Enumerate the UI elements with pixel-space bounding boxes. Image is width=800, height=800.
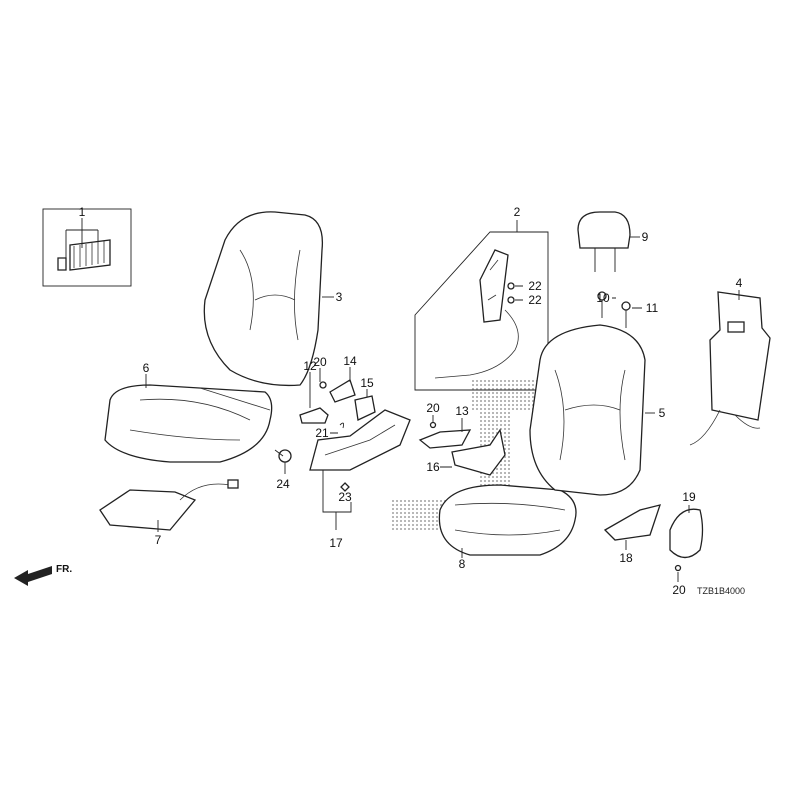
callout-17: 17 — [329, 536, 343, 550]
callout-20b: 20 — [426, 401, 440, 415]
callout-11: 11 — [646, 301, 659, 315]
callout-9: 9 — [642, 230, 649, 244]
callout-14: 14 — [343, 354, 357, 368]
callout-6: 6 — [143, 361, 150, 375]
callout-22b: 22 — [528, 293, 542, 307]
callout-7: 7 — [155, 533, 162, 547]
callout-24: 24 — [276, 477, 290, 491]
diagram-code: TZB1B4000 — [697, 586, 745, 596]
part-8-cushion — [438, 484, 577, 558]
callout-5: 5 — [659, 406, 666, 420]
callout-10: 10 — [596, 291, 610, 305]
part-9-headrest — [577, 211, 640, 272]
part-5-seatback — [529, 324, 655, 496]
part-1-clips — [42, 208, 132, 287]
part-3-seatback-cover — [203, 211, 334, 387]
parts-18-19-side-pieces — [603, 504, 704, 582]
part-24-clip — [274, 449, 292, 474]
callout-12: 12 — [303, 359, 317, 373]
callout-19: 19 — [682, 490, 696, 504]
parts-13-16-brackets — [418, 415, 506, 476]
part-4-back-pad — [689, 290, 771, 446]
callout-23: 23 — [338, 490, 352, 504]
part-17-side-cover — [309, 409, 411, 530]
callout-labels: 1 2 3 4 5 6 7 8 9 10 11 12 13 14 15 16 1… — [79, 205, 743, 597]
callout-8: 8 — [459, 557, 466, 571]
callout-1: 1 — [79, 205, 86, 219]
callout-13: 13 — [455, 404, 469, 418]
callout-16: 16 — [426, 460, 440, 474]
front-direction-label: FR. — [56, 564, 72, 575]
callout-20a: 20 — [313, 355, 327, 369]
callout-3: 3 — [336, 290, 343, 304]
front-direction-arrow: FR. — [14, 564, 72, 586]
part-2-side-airbag — [414, 220, 549, 391]
callout-22a: 22 — [528, 279, 542, 293]
parts-10-11-headrest-guides — [597, 291, 642, 328]
part-7-heater-mat — [99, 479, 239, 532]
part-6-cushion-cover — [104, 374, 273, 463]
parts-12-14-15-trims — [299, 367, 376, 434]
callout-20c: 20 — [672, 583, 686, 597]
callout-21: 21 — [315, 426, 329, 440]
callout-15: 15 — [360, 376, 374, 390]
callout-18: 18 — [619, 551, 633, 565]
callout-4: 4 — [736, 276, 743, 290]
callout-2: 2 — [514, 205, 521, 219]
